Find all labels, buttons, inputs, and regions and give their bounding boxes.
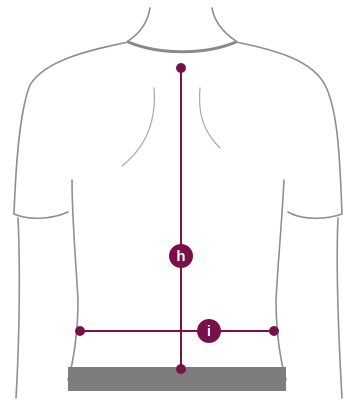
neck-left-outline <box>128 8 150 41</box>
waist-width-label: i <box>207 323 211 340</box>
left-sleeve-hem <box>14 212 68 218</box>
neck-right-outline <box>212 8 236 41</box>
back-length-bottom-dot <box>176 364 186 374</box>
left-shoulder-outline <box>14 42 128 214</box>
left-torso-side <box>68 180 78 380</box>
waist-width-right-dot <box>269 326 279 336</box>
waist-width-left-dot <box>75 326 85 336</box>
left-arm-outline <box>16 218 19 398</box>
right-shoulder-blade-line <box>200 88 220 148</box>
left-shoulder-blade-line <box>122 88 154 166</box>
back-length-top-dot <box>176 63 186 73</box>
back-length-badge: h <box>169 244 193 268</box>
right-torso-side <box>276 180 286 380</box>
right-sleeve-hem <box>288 212 342 218</box>
shirt-collar <box>128 42 236 52</box>
back-length-label: h <box>176 248 185 265</box>
right-shoulder-outline <box>236 42 342 214</box>
waist-width-badge: i <box>197 319 221 343</box>
right-arm-outline <box>337 218 342 398</box>
